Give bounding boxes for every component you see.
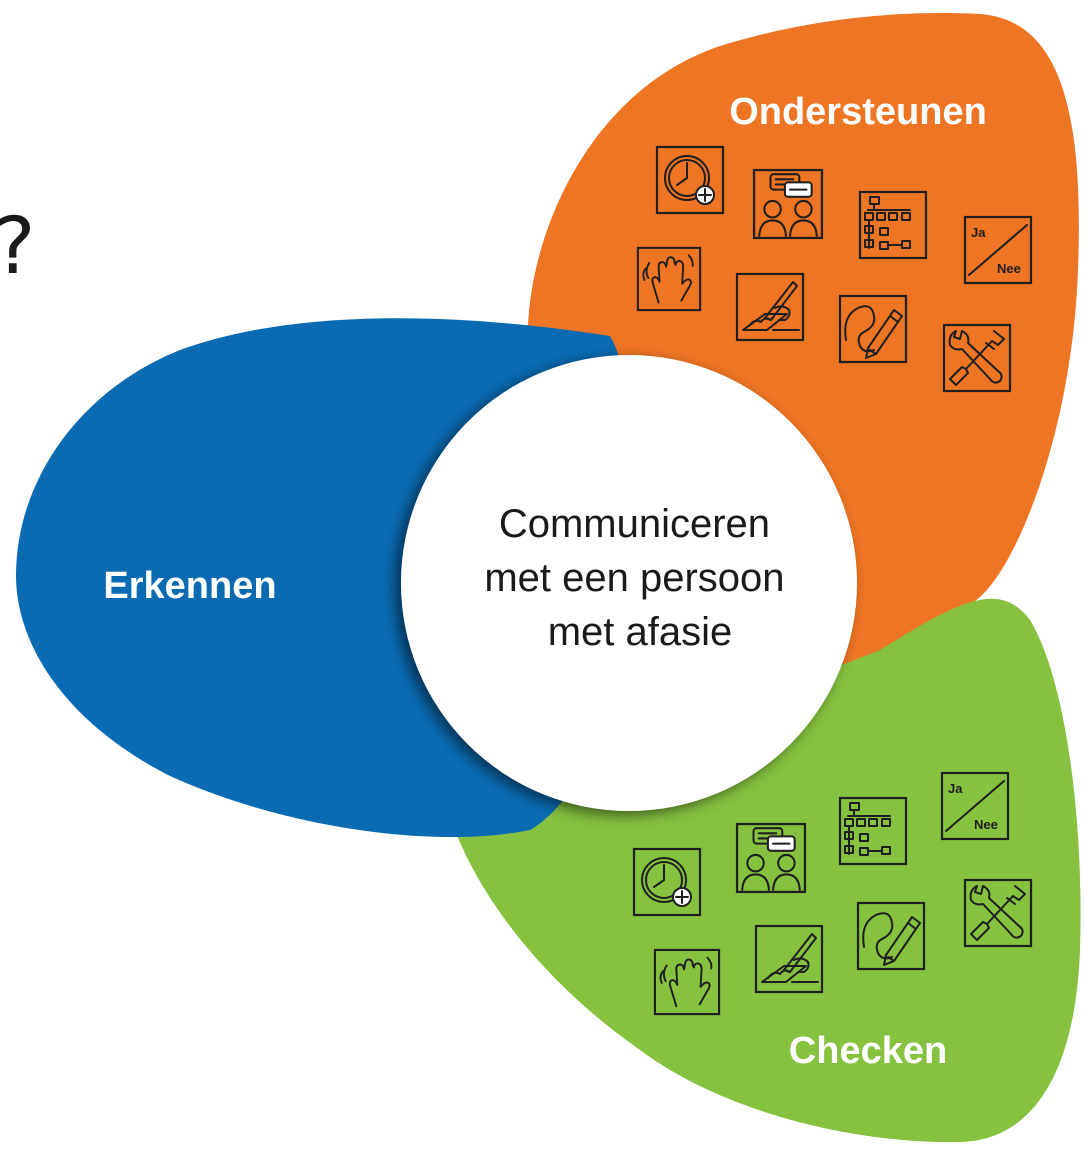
center-text: Communiceren met een persoon met afasie (484, 502, 795, 654)
center-line-2: met een persoon (484, 556, 784, 600)
center-circle (401, 355, 857, 811)
question-mark-fragment: ? (0, 208, 35, 286)
center-line-1: Communiceren (499, 502, 770, 546)
center-line-3: met afasie (548, 610, 733, 654)
label-erkennen: Erkennen (103, 565, 276, 607)
label-checken: Checken (789, 1030, 947, 1072)
label-ondersteunen: Ondersteunen (729, 91, 987, 133)
